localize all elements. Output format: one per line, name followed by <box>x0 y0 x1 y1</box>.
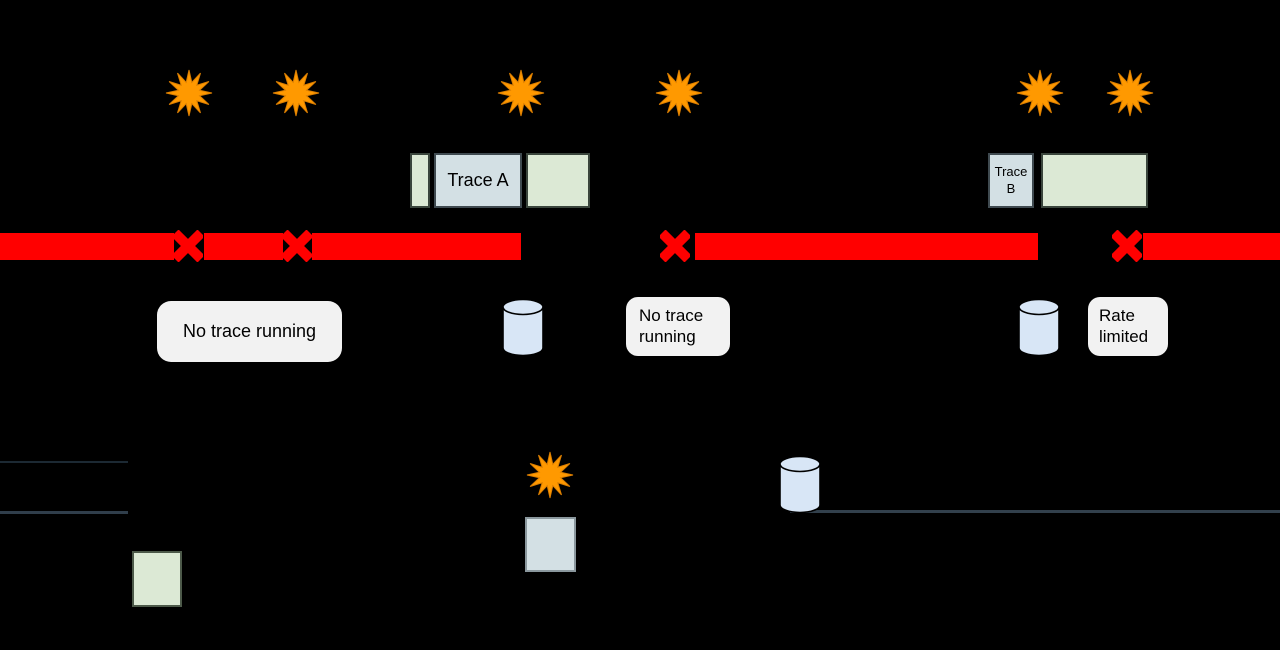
starburst-icon <box>165 69 213 117</box>
database-cylinder-icon <box>501 298 545 358</box>
no-trace-running-callout: No trace running <box>157 301 342 362</box>
trace-b-label: Trace B <box>994 164 1028 196</box>
legend-divider-line-bottom <box>0 511 128 514</box>
legend-buffer-box-swatch <box>132 551 182 607</box>
starburst-icon <box>272 69 320 117</box>
callout-text: No trace running <box>182 321 317 341</box>
legend-divider-line-right <box>790 510 1280 513</box>
trace-a-label: Trace A <box>447 170 509 190</box>
trace-b-box: Trace B <box>988 153 1034 208</box>
callout-line: No trace <box>639 306 704 326</box>
timeline-bar-segment <box>1143 233 1280 260</box>
trace-a-post-buffer-box <box>526 153 590 208</box>
callout-line: limited <box>1099 326 1149 346</box>
callout-line: running <box>639 326 696 346</box>
dropped-event-x-icon <box>171 229 205 263</box>
no-trace-running-callout-2: No trace running <box>626 297 730 356</box>
callout-line: Rate <box>1099 306 1135 326</box>
rate-limited-callout: Rate limited <box>1088 297 1168 356</box>
timeline-bar-segment <box>0 233 174 260</box>
dropped-event-x-icon <box>280 229 314 263</box>
legend-divider-line-top <box>0 461 128 463</box>
dropped-event-x-icon <box>658 229 692 263</box>
legend-database-cylinder-icon <box>778 455 822 515</box>
legend-starburst-icon <box>526 451 574 499</box>
trace-a-pre-buffer-box <box>410 153 430 208</box>
starburst-icon <box>655 69 703 117</box>
trace-b-post-buffer-box <box>1041 153 1148 208</box>
dropped-event-x-icon <box>1110 229 1144 263</box>
starburst-icon <box>1106 69 1154 117</box>
legend-trace-box-swatch <box>525 517 576 572</box>
trace-a-box: Trace A <box>434 153 522 208</box>
starburst-icon <box>497 69 545 117</box>
timeline-bar-segment <box>695 233 1038 260</box>
timeline-bar-segment <box>312 233 521 260</box>
starburst-icon <box>1016 69 1064 117</box>
database-cylinder-icon <box>1017 298 1061 358</box>
timeline-bar-segment <box>204 233 283 260</box>
